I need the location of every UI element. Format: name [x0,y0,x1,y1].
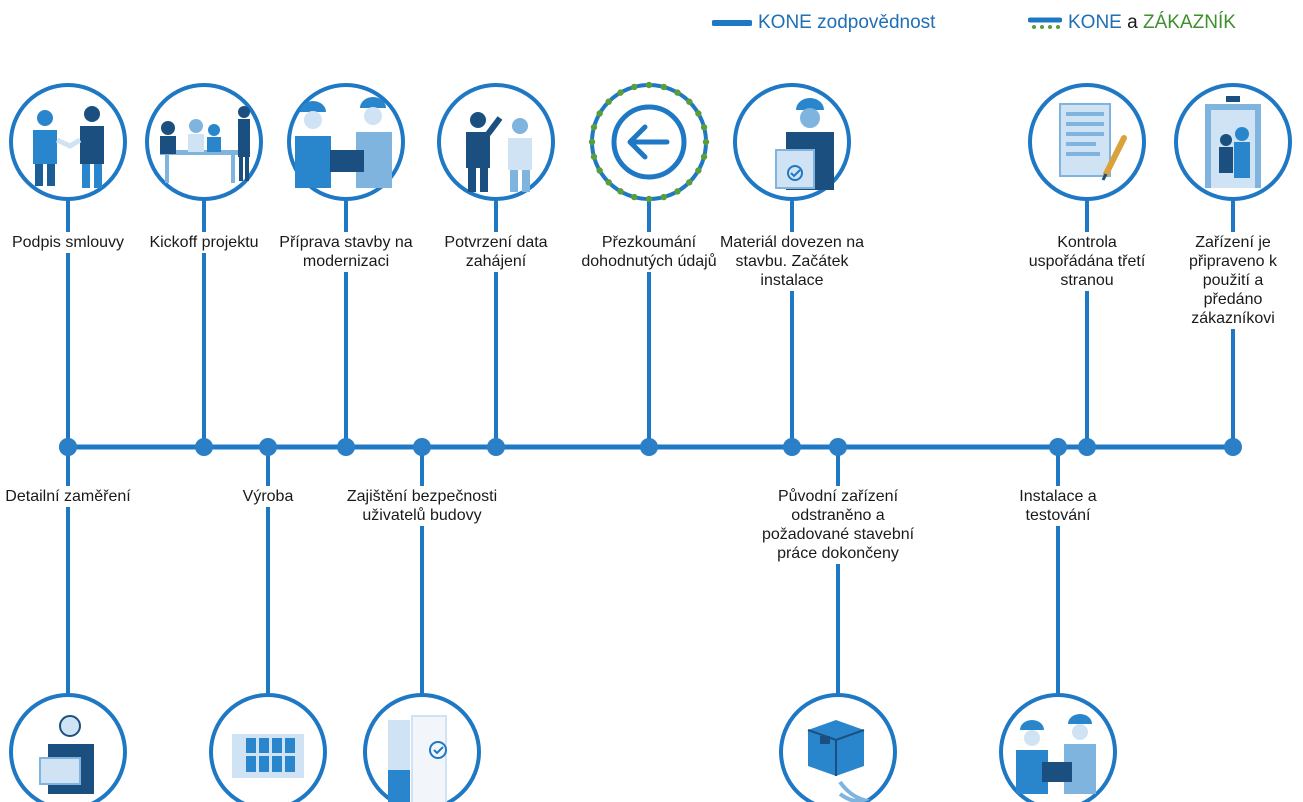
legend-shared-customer: ZÁKAZNÍK [1143,12,1236,33]
label-top-4: Potvrzení data zahájení [421,232,571,272]
shared-dot [617,188,624,195]
shared-dot [686,179,693,186]
shared-dot [590,153,598,160]
milestone-circle [9,83,127,201]
label-top-5: Přezkoumání dohodnutých údajů [574,232,724,272]
milestone-top-2 [145,83,263,456]
dotted-line-swatch-icon [1028,17,1062,29]
shared-dot [695,167,702,174]
arrow-left-icon [611,104,687,180]
shared-dot [596,110,603,117]
shared-dot [686,98,693,105]
legend-shared-prefix: KONE [1068,12,1122,33]
shared-dot [617,89,624,96]
label-bottom-3: Zajištění bezpečnosti uživatelů budovy [337,486,507,526]
elevator-people-icon [1205,96,1261,188]
shared-dot [700,153,708,160]
milestone-top-6 [733,83,851,456]
shared-dot [631,193,638,201]
legend-kone-label: KONE zodpovědnost [758,12,936,33]
shared-dot [645,81,653,89]
label-top-2: Kickoff projektu [129,232,279,253]
solid-line-swatch-icon [712,19,752,26]
machinery-icon [807,720,871,802]
milestone-top-7 [1028,83,1146,456]
shared-dot [645,195,653,203]
two-people-icon [466,112,532,192]
shared-dot [605,179,612,186]
shared-dot [588,138,596,146]
safety-barrier-icon [388,715,447,802]
label-top-3: Příprava stavby na modernizaci [271,232,421,272]
label-top-1: Podpis smlouvy [0,232,143,253]
shared-dot [695,110,702,117]
milestone-bottom-3 [363,438,481,802]
shared-dot [590,124,598,131]
label-bottom-5: Instalace a testování [1003,486,1113,526]
shared-dot [660,193,667,201]
label-top-8: Zařízení je připraveno k použití a předá… [1175,232,1291,329]
man-with-tablet-icon [39,715,94,794]
shared-dot [631,83,638,91]
milestone-top-8 [1174,83,1292,456]
workers-planning-icon [295,97,392,188]
label-bottom-2: Výroba [193,486,343,507]
shared-dot [674,89,681,96]
label-top-7: Kontrola uspořádána třetí stranou [1022,232,1152,291]
label-bottom-1: Detailní zaměření [0,486,143,507]
factory-panels-icon [232,734,304,778]
shared-dot [596,167,603,174]
meeting-icon [160,106,250,183]
shared-responsibility-dots [588,81,710,203]
workers-testing-icon [1016,714,1096,794]
document-pen-icon [1059,103,1127,181]
shared-dot [700,124,708,131]
worker-checklist-icon [775,98,834,190]
milestone-bottom-1 [9,438,127,802]
label-bottom-4: Původní zařízení odstraněno a požadované… [753,486,923,564]
milestone-top-1 [9,83,127,456]
milestone-top-3 [287,83,405,456]
milestone-bottom-4 [779,438,897,802]
milestone-bottom-5 [999,438,1117,802]
legend-kone-and-customer: KONE a ZÁKAZNÍK [1028,12,1236,34]
shared-dot [702,138,710,146]
legend-kone: KONE zodpovědnost [712,12,935,34]
shared-dot [605,98,612,105]
label-top-6: Materiál dovezen na stavbu. Začátek inst… [717,232,867,291]
shared-dot [674,188,681,195]
handshake-icon [33,106,104,188]
legend-shared-and: a [1127,12,1138,33]
shared-dot [660,83,667,91]
